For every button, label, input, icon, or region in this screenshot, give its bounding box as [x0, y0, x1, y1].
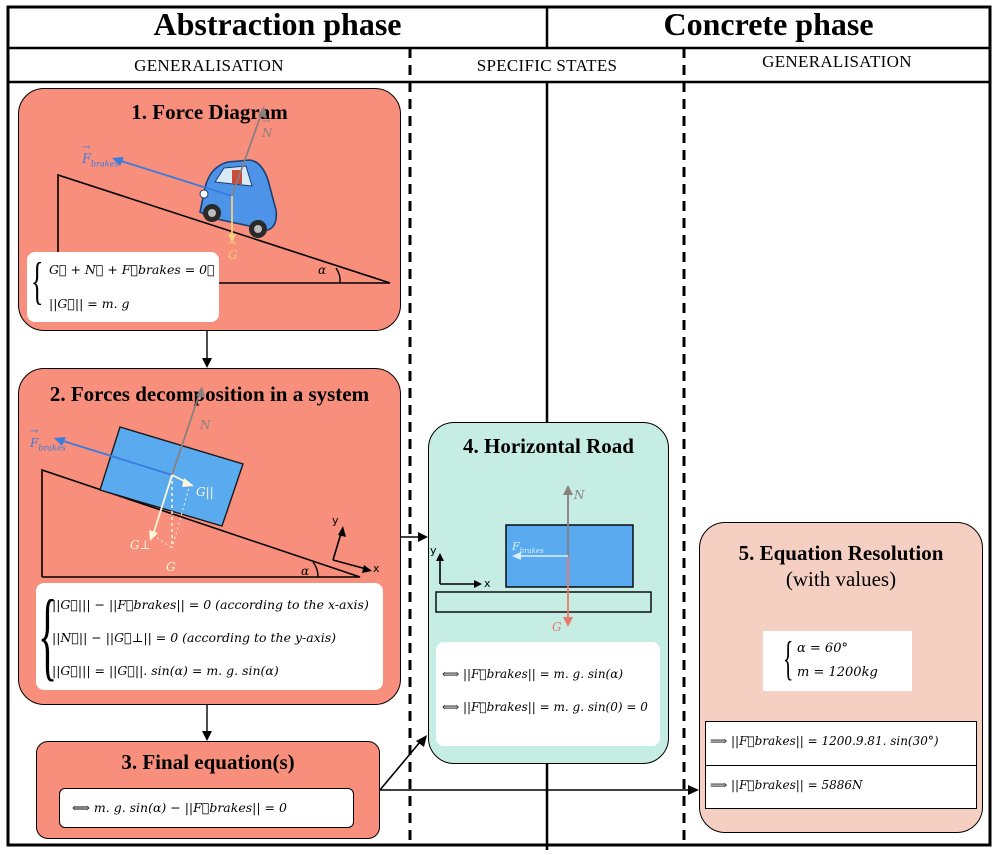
alpha-label-2: α [301, 564, 310, 578]
abstraction-phase-header: Abstraction phase [153, 6, 402, 42]
given-values-panel: { α = 60° m = 1200kg [763, 631, 912, 691]
equation-resolution-subtitle: (with values) [785, 567, 897, 591]
force-equations-panel: { G⃗ + N⃗ + F⃗brakes = 0⃗ ||G⃗|| = m. g [27, 252, 219, 322]
y-axis-equation: ||N⃗|| − ||G⃗⊥|| = 0 (according to the y… [52, 630, 337, 645]
brake-force-label-4: Fbrakes [512, 540, 544, 556]
equation-resolution-box: 5. Equation Resolution (with values) { α… [699, 522, 983, 833]
normal-force-label-2: N [200, 418, 211, 432]
equation-resolution-title: 5. Equation Resolution [738, 541, 944, 565]
brace-1: { [31, 253, 44, 310]
force-diagram-title: 1. Force Diagram [131, 100, 288, 124]
result-panel: ⟹ ||F⃗brakes|| = 1200.9.81. sin(30°) ⟹ |… [705, 721, 977, 809]
y-axis-label-4: y [430, 544, 437, 557]
x-axis-equation: ||G⃗||| − ||F⃗brakes|| = 0 (according to… [52, 597, 369, 612]
x-axis-label-4: x [484, 577, 491, 590]
gravity-perp-label: G⊥ [130, 538, 151, 552]
outer-frame [6, 5, 992, 847]
concrete-phase-header: Concrete phase [663, 6, 874, 42]
normal-force-label-1: →N [262, 116, 273, 140]
col1-subheader: GENERALISATION [134, 56, 284, 75]
equilibrium-equation: G⃗ + N⃗ + F⃗brakes = 0⃗ [49, 262, 215, 277]
col3-subheader: GENERALISATION [762, 52, 912, 71]
result-value: ⟹ ||F⃗brakes|| = 5886N [710, 778, 863, 792]
horizontal-general-equation: ⟺ ||F⃗brakes|| = m. g. sin(α) [442, 667, 624, 681]
final-equation: ⟺ m. g. sin(α) − ||F⃗brakes|| = 0 [72, 800, 287, 815]
brake-force-label-2: →Fbrakes [30, 426, 66, 453]
parallel-component-equation: ||G⃗||| = ||G⃗||. sin(α) = m. g. sin(α) [52, 663, 279, 678]
final-equations-title: 3. Final equation(s) [121, 750, 295, 774]
normal-force-label-4: N [574, 488, 585, 502]
decomposition-equations-panel: { ||G⃗||| − ||F⃗brakes|| = 0 (according … [36, 583, 383, 690]
final-equations-box: 3. Final equation(s) ⟺ m. g. sin(α) − ||… [36, 741, 380, 839]
brace-5: { [783, 632, 794, 685]
x-axis-label-2: x [373, 562, 380, 575]
gravity-parallel-label: G|| [196, 485, 214, 499]
horizontal-road-title: 4. Horizontal Road [463, 434, 634, 458]
alpha-value: α = 60° [797, 641, 848, 656]
gravity-label-4: G [552, 620, 562, 634]
alpha-label-1: α [318, 263, 327, 277]
weight-equation: ||G⃗|| = m. g [49, 296, 130, 311]
final-equation-panel: ⟺ m. g. sin(α) − ||F⃗brakes|| = 0 [59, 788, 354, 828]
col2-subheader: SPECIFIC STATES [476, 56, 618, 75]
gravity-label-2: G [166, 560, 176, 574]
mass-value: m = 1200kg [797, 665, 878, 680]
gravity-force-label-1: →G [228, 238, 238, 262]
result-divider [706, 765, 976, 766]
horizontal-road-equations-panel: ⟺ ||F⃗brakes|| = m. g. sin(α) ⟺ ||F⃗brak… [436, 642, 660, 746]
result-formula: ⟹ ||F⃗brakes|| = 1200.9.81. sin(30°) [710, 734, 939, 748]
decomposition-title: 2. Forces decomposition in a system [49, 382, 370, 406]
brake-force-label-1: →Fbrakes [82, 142, 119, 169]
brace-2: { [38, 579, 58, 690]
y-axis-label-2: y [332, 514, 339, 527]
horizontal-zero-equation: ⟺ ||F⃗brakes|| = m. g. sin(0) = 0 [442, 700, 648, 714]
